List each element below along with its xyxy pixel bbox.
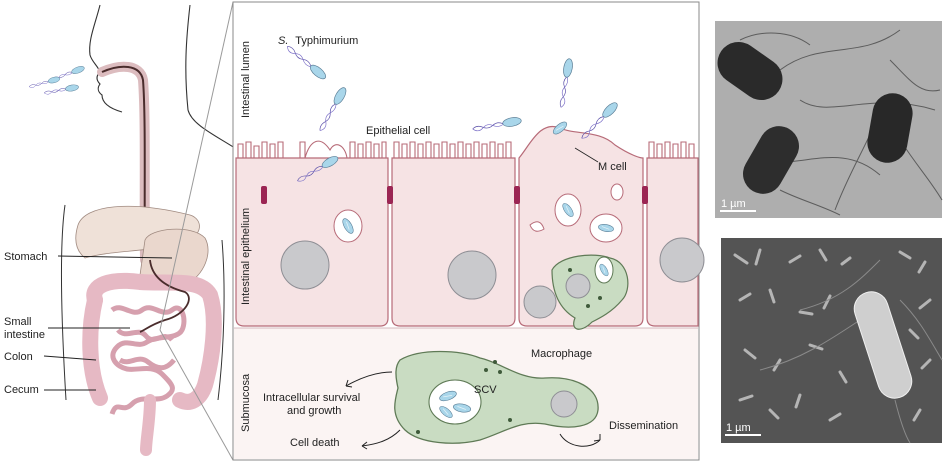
label-small-intestine-1: Small (4, 316, 32, 328)
sem-scale-label: 1 µm (726, 422, 751, 434)
label-bacterium: S. Typhimurium (278, 35, 358, 47)
infection-panel (232, 1, 705, 461)
macrophage-epithelium (551, 254, 629, 330)
label-intracellular-2: and growth (287, 405, 341, 417)
label-intestinal-lumen: Intestinal lumen (240, 41, 252, 118)
macrophage-submucosa (394, 350, 599, 444)
label-macrophage: Macrophage (531, 348, 592, 360)
label-cell-death: Cell death (290, 437, 340, 449)
anatomy-illustration (28, 4, 239, 456)
tem-micrograph (715, 21, 943, 218)
label-submucosa: Submucosa (240, 373, 252, 432)
fate-arrows (345, 371, 601, 450)
label-colon: Colon (4, 351, 33, 363)
tight-junctions (261, 186, 648, 204)
tem-scale-label: 1 µm (721, 198, 746, 210)
label-intestinal-epithelium: Intestinal epithelium (240, 208, 252, 305)
nuclei (280, 237, 705, 415)
label-epithelial-cell: Epithelial cell (366, 125, 430, 137)
sem-micrograph (721, 238, 943, 444)
label-scv: SCV (474, 384, 497, 396)
epithelial-vacuoles (333, 183, 624, 243)
microvilli (237, 140, 695, 159)
label-bacterium-genus: S. (278, 35, 288, 47)
label-intracellular-1: Intracellular survival (263, 392, 360, 404)
label-stomach: Stomach (4, 251, 47, 263)
zoom-lines (159, 1, 234, 461)
label-bacterium-species: Typhimurium (295, 35, 358, 47)
label-cecum: Cecum (4, 384, 39, 396)
label-small-intestine-2: intestine (4, 329, 45, 341)
label-dissemination: Dissemination (609, 420, 678, 432)
label-m-cell: M cell (598, 161, 627, 173)
